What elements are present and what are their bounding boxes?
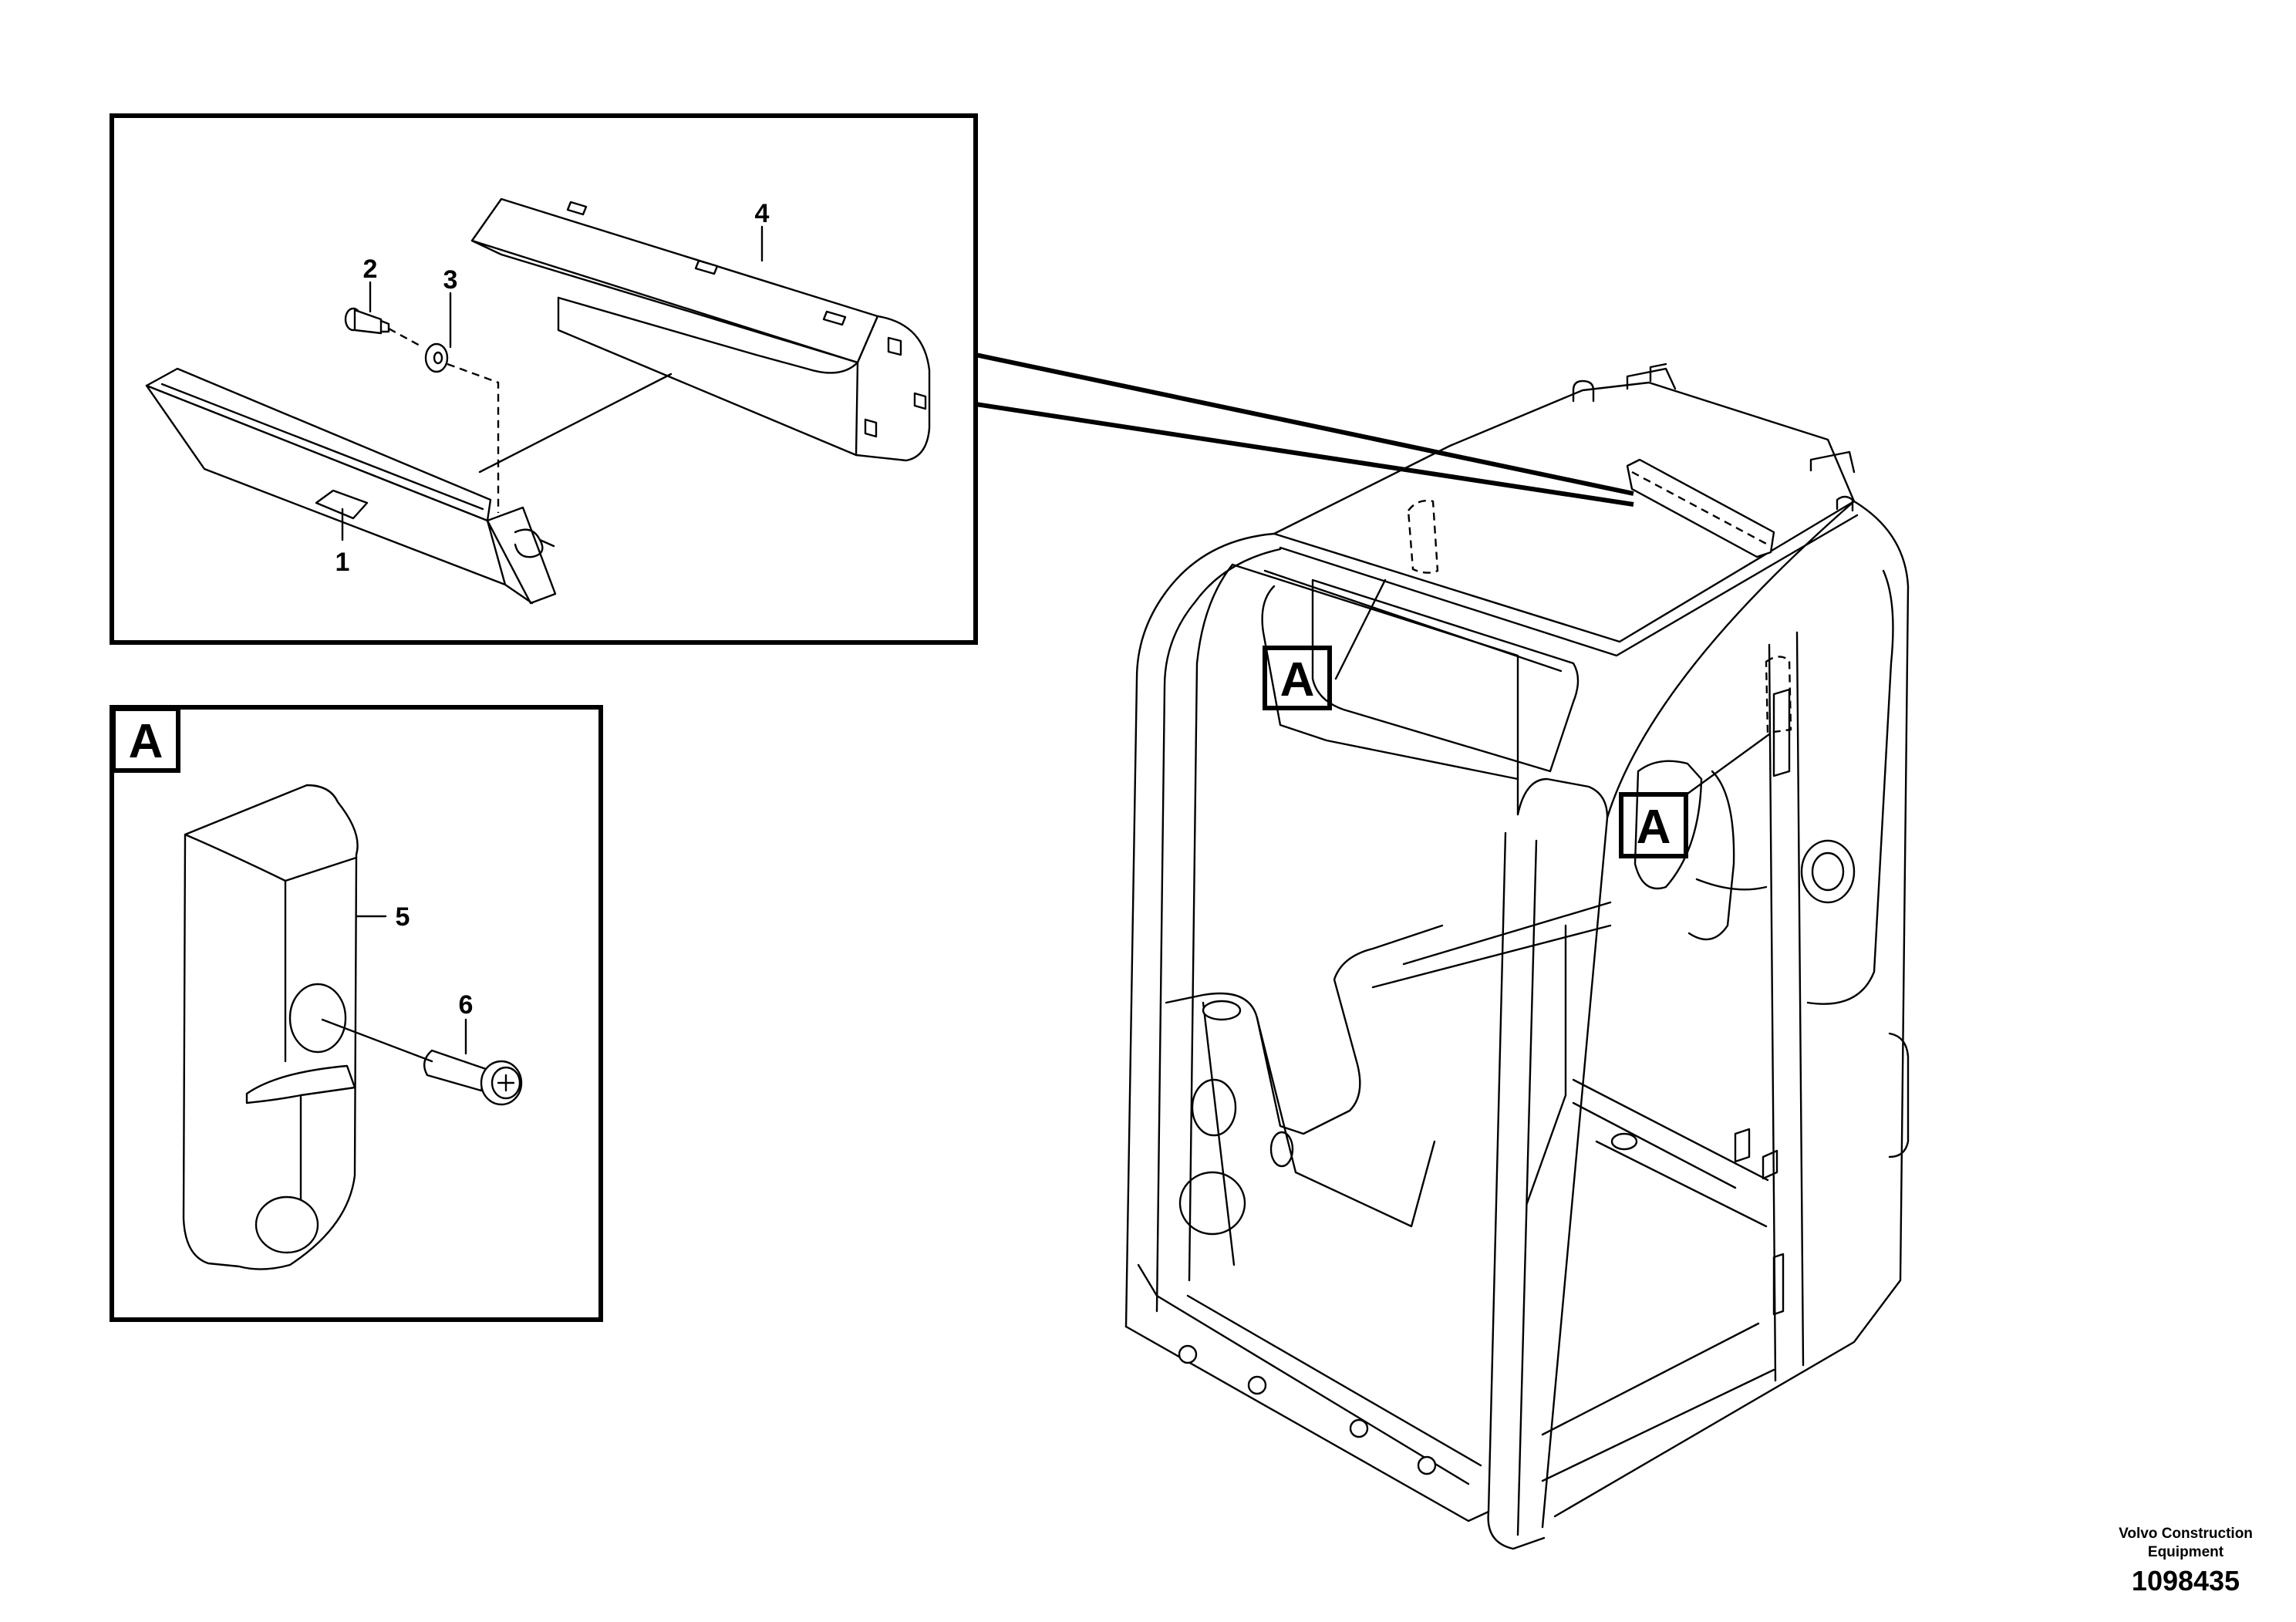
detail-connector-lines [975,352,1634,507]
callout-1: 1 [335,548,350,577]
detail-panel-a-label: A [129,715,164,768]
assembly-line-panel [478,373,673,474]
callout-3: 3 [443,265,458,295]
part-6-screw [423,1049,523,1106]
svg-text:A: A [1280,653,1315,706]
leader-a-upper [1334,578,1387,680]
part-5-bracket [182,784,359,1270]
part-3-washer [424,342,449,373]
detail-panel-a: A 5 6 [110,705,603,1322]
callout-4: 4 [755,199,770,228]
detail-panel-top-frame [110,113,978,645]
callout-2: 2 [363,255,378,284]
cab-frame [1124,363,1910,1550]
part-1-panel [145,367,557,605]
footer: Volvo Construction Equipment 1098435 [2119,1526,2253,1597]
assembly-line-6 [321,1018,433,1063]
assembly-line-screw [388,327,423,349]
callout-5: 5 [396,902,410,932]
part-2-screw [344,307,390,335]
part-4-cover [470,197,931,462]
callout-6: 6 [459,990,474,1020]
detail-panel-a-frame [110,705,603,1322]
cab-label-a-pillar: A [1619,792,1688,858]
leader-a-pillar [1683,733,1771,798]
cab-part-5-location-upper [1407,500,1439,574]
cab-part-5-location-pillar [1765,656,1792,734]
svg-text:A: A [1637,801,1671,854]
footer-drawing-number: 1098435 [2132,1565,2240,1597]
detail-connector [975,352,1634,507]
cab-label-a-upper: A [1263,646,1332,710]
assembly-line-washer [447,363,500,513]
detail-panel-a-label-box [111,706,180,773]
footer-company-line2: Equipment [2148,1544,2224,1560]
cab-part-4-location [1626,458,1775,558]
footer-company-line1: Volvo Construction [2119,1526,2253,1542]
detail-panel-top: 2 3 4 1 [110,113,978,645]
